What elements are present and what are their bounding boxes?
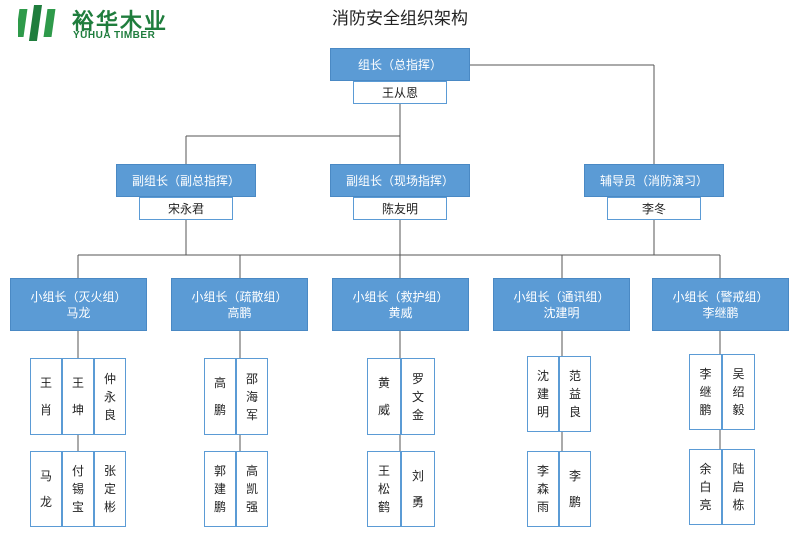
group-role: 小组长（灭火组） bbox=[30, 289, 127, 304]
member-cell: 黄威 bbox=[367, 358, 401, 435]
member-cell: 余白亮 bbox=[689, 449, 722, 525]
group-role: 小组长（警戒组） bbox=[672, 289, 769, 304]
group-leader-box: 小组长（通讯组） 沈建明 bbox=[493, 278, 630, 331]
member-cell: 邵海军 bbox=[236, 358, 268, 435]
member-cell: 王松鹤 bbox=[367, 451, 401, 527]
deputy-role-box: 副组长（现场指挥） bbox=[330, 164, 470, 197]
group-leader-name: 高鹏 bbox=[227, 305, 252, 320]
member-cell: 沈建明 bbox=[527, 356, 559, 432]
member-cell: 李鹏 bbox=[559, 451, 591, 527]
company-name-en: YUHUA TIMBER bbox=[73, 30, 156, 41]
group-leader-box: 小组长（救护组） 黄威 bbox=[332, 278, 469, 331]
member-cell: 高凯强 bbox=[236, 451, 268, 527]
member-cell: 李森雨 bbox=[527, 451, 559, 527]
group-role: 小组长（通讯组） bbox=[513, 289, 610, 304]
group-leader-box: 小组长（灭火组） 马龙 bbox=[10, 278, 147, 331]
member-cell: 吴绍毅 bbox=[722, 354, 755, 430]
instructor-role-box: 辅导员（消防演习） bbox=[584, 164, 724, 197]
member-cell: 王坤 bbox=[62, 358, 94, 435]
member-cell: 刘勇 bbox=[401, 451, 435, 527]
deputy-name-box: 宋永君 bbox=[139, 197, 233, 220]
instructor-name-box: 李冬 bbox=[607, 197, 701, 220]
member-cell: 仲永良 bbox=[94, 358, 126, 435]
member-cell: 陆启栋 bbox=[722, 449, 755, 525]
group-leader-name: 马龙 bbox=[66, 305, 91, 320]
company-logo-mark-icon bbox=[18, 5, 56, 41]
group-leader-box: 小组长（警戒组） 李继鹏 bbox=[652, 278, 789, 331]
member-cell: 罗文金 bbox=[401, 358, 435, 435]
deputy-role-box: 副组长（副总指挥） bbox=[116, 164, 256, 197]
leader-role-box: 组长（总指挥） bbox=[330, 48, 470, 81]
member-cell: 李继鹏 bbox=[689, 354, 722, 430]
member-cell: 张定彬 bbox=[94, 451, 126, 527]
leader-name-box: 王从恩 bbox=[353, 81, 447, 104]
group-leader-name: 黄威 bbox=[388, 305, 413, 320]
member-cell: 郭建鹏 bbox=[204, 451, 236, 527]
company-name-cn: 裕华木业 bbox=[72, 10, 169, 35]
group-role: 小组长（疏散组） bbox=[191, 289, 288, 304]
member-cell: 王肖 bbox=[30, 358, 62, 435]
member-cell: 马龙 bbox=[30, 451, 62, 527]
group-role: 小组长（救护组） bbox=[352, 289, 449, 304]
group-leader-name: 沈建明 bbox=[543, 305, 580, 320]
deputy-name-box: 陈友明 bbox=[353, 197, 447, 220]
member-cell: 范益良 bbox=[559, 356, 591, 432]
page-title: 消防安全组织架构 bbox=[332, 9, 468, 29]
member-cell: 付锡宝 bbox=[62, 451, 94, 527]
member-cell: 高鹏 bbox=[204, 358, 236, 435]
group-leader-box: 小组长（疏散组） 高鹏 bbox=[171, 278, 308, 331]
group-leader-name: 李继鹏 bbox=[702, 305, 739, 320]
